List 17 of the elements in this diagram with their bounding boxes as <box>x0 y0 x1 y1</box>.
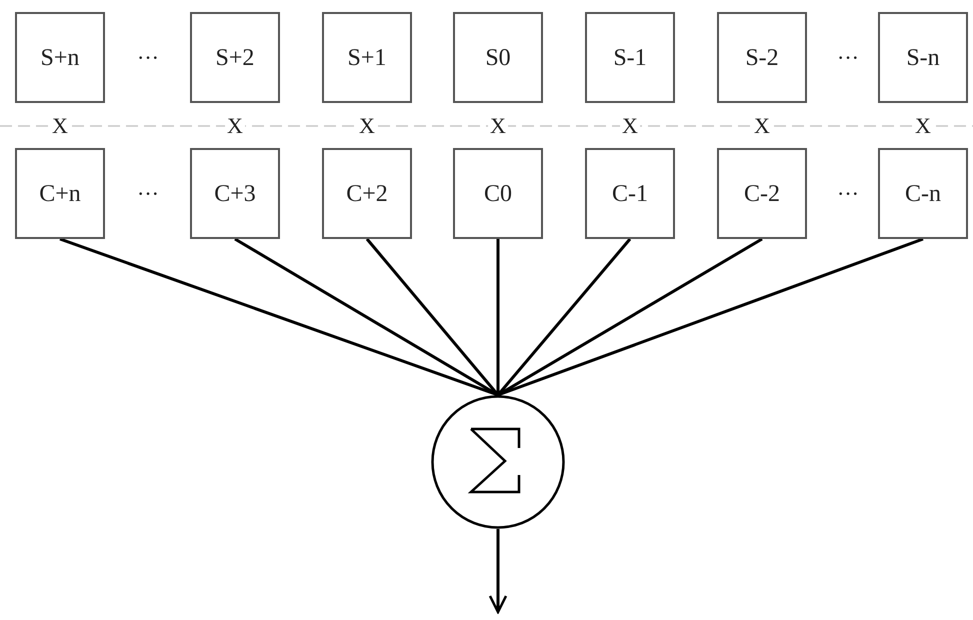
value-box: C+2 <box>322 148 412 239</box>
summation-circle <box>431 395 565 529</box>
value-box: C0 <box>453 148 543 239</box>
value-box: C+n <box>15 148 105 239</box>
value-box: S+1 <box>322 12 412 103</box>
value-box: S-1 <box>585 12 675 103</box>
value-box: C-1 <box>585 148 675 239</box>
value-box: C-n <box>878 148 968 239</box>
value-box: C-2 <box>717 148 807 239</box>
output-arrow <box>488 529 508 614</box>
value-box: S-n <box>878 12 968 103</box>
value-box: S0 <box>453 12 543 103</box>
value-box: C+3 <box>190 148 280 239</box>
value-box: S+n <box>15 12 105 103</box>
value-box: S-2 <box>717 12 807 103</box>
value-box: S+2 <box>190 12 280 103</box>
connector-line <box>496 239 500 395</box>
